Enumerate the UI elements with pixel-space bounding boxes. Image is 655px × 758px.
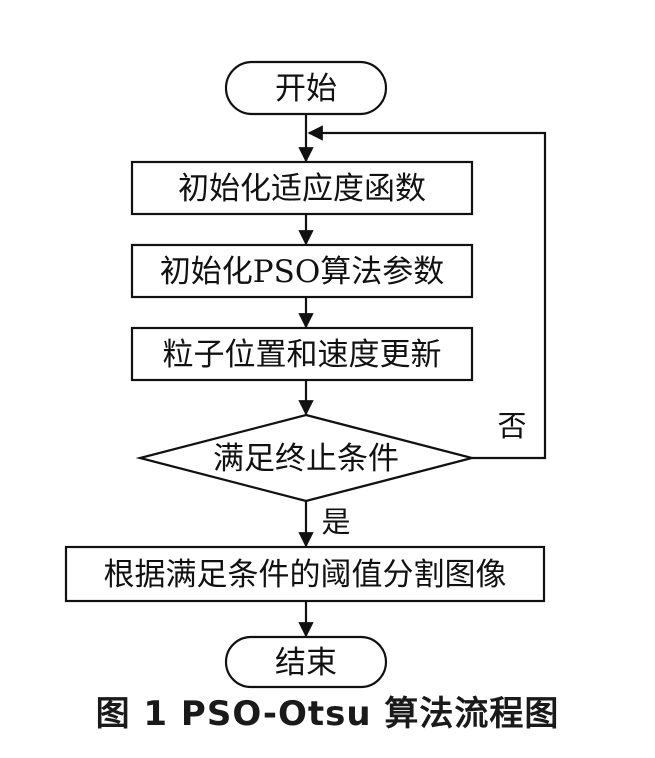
no-label: 否 bbox=[497, 409, 526, 443]
start-label: 开始 bbox=[275, 71, 337, 107]
edge-condition-no-loop bbox=[307, 125, 547, 460]
segment-label: 根据满足条件的阈值分割图像 bbox=[104, 557, 507, 593]
init-fitness-node: 初始化适应度函数 bbox=[130, 160, 474, 216]
condition-label: 满足终止条件 bbox=[213, 441, 399, 477]
update-label: 粒子位置和速度更新 bbox=[163, 337, 442, 373]
init-pso-label: 初始化PSO算法参数 bbox=[160, 254, 445, 290]
condition-node: 满足终止条件 bbox=[135, 413, 477, 503]
flowchart: 开始 初始化适应度函数 初始化PSO算法参数 粒子位置和速度更新 满足终止条件 … bbox=[64, 60, 547, 689]
start-node: 开始 bbox=[224, 60, 388, 116]
end-node: 结束 bbox=[224, 635, 388, 689]
segment-node: 根据满足条件的阈值分割图像 bbox=[64, 545, 546, 603]
init-pso-node: 初始化PSO算法参数 bbox=[130, 243, 474, 299]
end-label: 结束 bbox=[275, 645, 337, 681]
figure-caption: 图 1 PSO-Otsu 算法流程图 bbox=[95, 694, 560, 734]
update-node: 粒子位置和速度更新 bbox=[130, 326, 474, 382]
yes-label: 是 bbox=[321, 505, 350, 539]
init-fitness-label: 初始化适应度函数 bbox=[178, 171, 426, 207]
